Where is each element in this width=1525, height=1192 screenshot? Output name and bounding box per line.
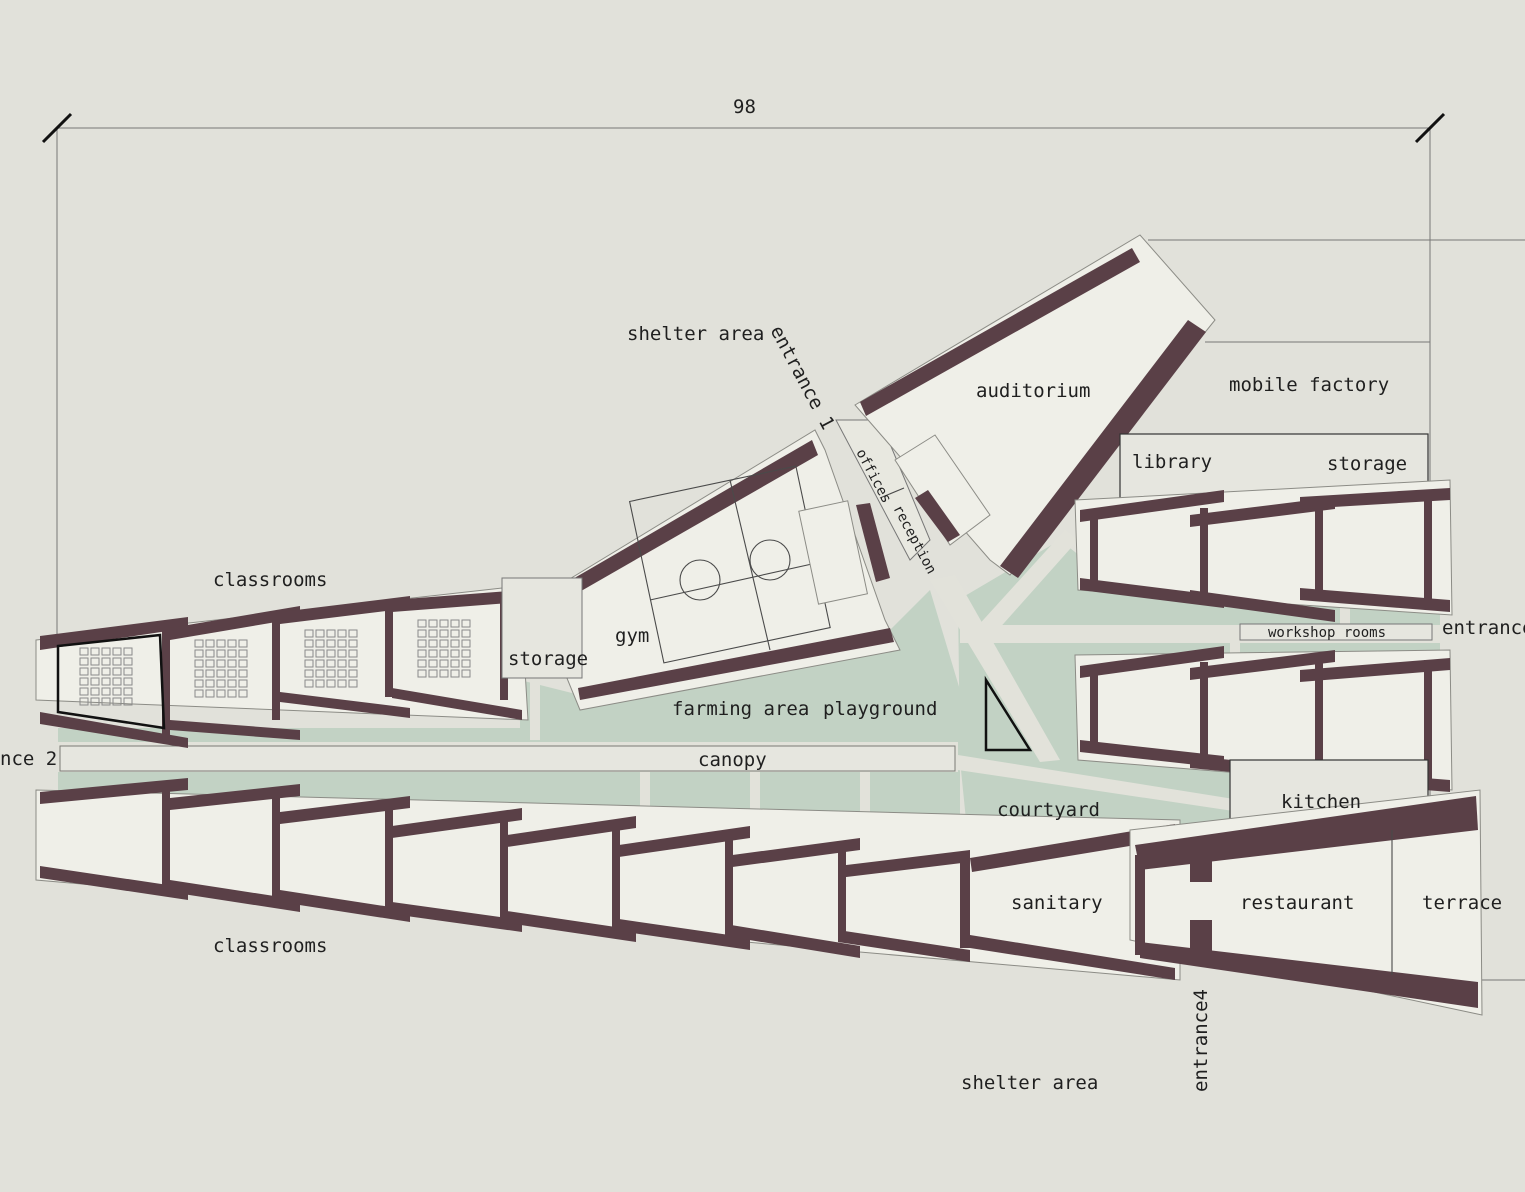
label-storage-right: storage — [1327, 453, 1407, 475]
workshop-strip — [1239, 623, 1433, 641]
gym-block — [534, 429, 901, 711]
triangle-structure — [984, 675, 1033, 752]
label-restaurant: restaurant — [1240, 892, 1354, 914]
label-gym: gym — [615, 625, 649, 647]
restaurant-block — [1129, 789, 1483, 1016]
label-mobile-factory: mobile factory — [1229, 374, 1389, 396]
label-canopy: canopy — [698, 749, 767, 771]
classrooms-bottom-row — [35, 778, 1181, 981]
label-entrance-3: entrance — [1442, 617, 1525, 639]
dimension-line — [41, 112, 1525, 981]
label-entrance-4: entrance4 — [1190, 989, 1212, 1092]
label-shelter-top: shelter area — [627, 323, 764, 345]
label-courtyard: courtyard — [997, 799, 1100, 821]
label-farming-area: farming area — [672, 698, 809, 720]
label-entrance-2: nce 2 — [0, 748, 57, 770]
label-library: library — [1132, 451, 1212, 473]
offices-reception — [835, 419, 931, 561]
label-playground: playground — [823, 698, 937, 720]
auditorium-block — [854, 234, 1216, 578]
label-classrooms-top: classrooms — [213, 569, 327, 591]
canopy — [59, 745, 956, 772]
right-classroom-blocks — [1074, 479, 1453, 792]
label-auditorium: auditorium — [976, 380, 1090, 402]
label-workshop-rooms: workshop rooms — [1268, 625, 1386, 641]
label-shelter-bottom: shelter area — [961, 1072, 1098, 1094]
label-kitchen: kitchen — [1281, 791, 1361, 813]
label-sanitary: sanitary — [1011, 892, 1103, 914]
classrooms-top-row — [35, 585, 529, 748]
label-entrance-1: entrance 1 — [766, 322, 839, 433]
label-storage-left: storage — [508, 648, 588, 670]
storage-box — [501, 577, 583, 679]
label-terrace: terrace — [1422, 892, 1502, 914]
label-classrooms-bottom: classrooms — [213, 935, 327, 957]
dimension-label: 98 — [733, 96, 756, 118]
